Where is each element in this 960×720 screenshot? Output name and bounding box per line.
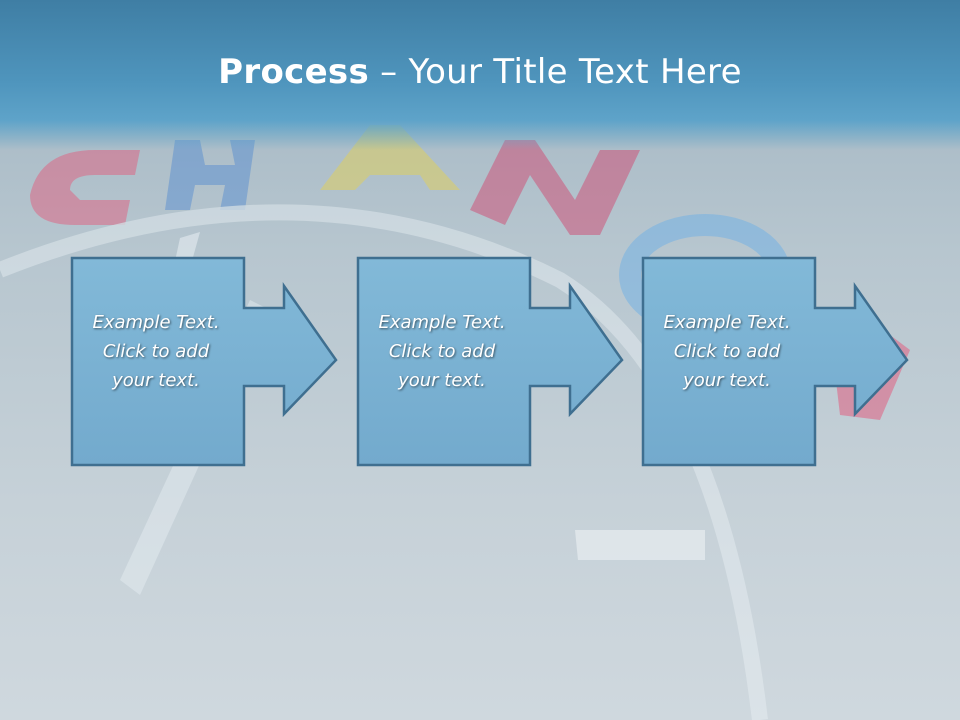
arrow-box-shape	[70, 256, 338, 467]
process-step-2[interactable]: Example Text. Click to add your text.	[356, 256, 626, 471]
step-1-text[interactable]: Example Text. Click to add your text.	[70, 308, 242, 395]
step-text-line: Example Text.	[378, 312, 506, 333]
step-text-line: Click to add	[673, 341, 781, 362]
arrow-box-shape	[641, 256, 909, 467]
process-step-1[interactable]: Example Text. Click to add your text.	[70, 256, 340, 471]
title-rest: – Your Title Text Here	[369, 52, 742, 92]
step-2-text[interactable]: Example Text. Click to add your text.	[356, 308, 528, 395]
step-3-text[interactable]: Example Text. Click to add your text.	[641, 308, 813, 395]
slide-title[interactable]: Process – Your Title Text Here	[0, 52, 960, 92]
step-text-line: Click to add	[102, 341, 210, 362]
title-bar	[0, 0, 960, 150]
step-text-line: your text.	[398, 370, 486, 391]
arrow-box-shape	[356, 256, 624, 467]
step-text-line: Click to add	[388, 341, 496, 362]
title-bold: Process	[218, 52, 370, 92]
process-step-3[interactable]: Example Text. Click to add your text.	[641, 256, 911, 471]
step-text-line: your text.	[683, 370, 771, 391]
step-text-line: your text.	[112, 370, 200, 391]
step-text-line: Example Text.	[92, 312, 220, 333]
step-text-line: Example Text.	[663, 312, 791, 333]
